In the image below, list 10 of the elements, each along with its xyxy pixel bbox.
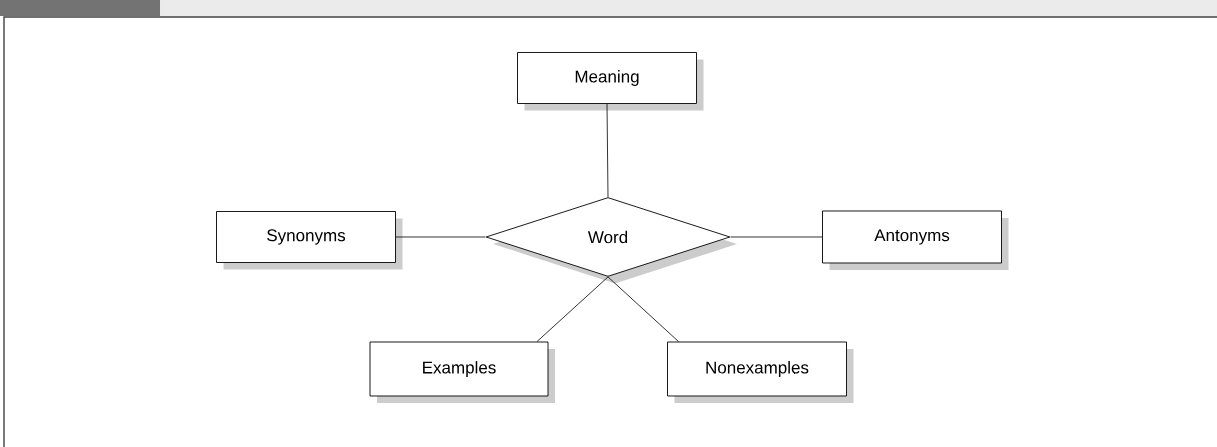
concept-box: Nonexamples: [667, 341, 854, 403]
connector-line: [607, 276, 679, 342]
connector-line: [606, 103, 609, 198]
concept-box: Synonyms: [216, 211, 403, 270]
connector-line: [395, 236, 486, 238]
concept-box: Examples: [369, 341, 555, 403]
concept-box: Meaning: [517, 52, 704, 111]
connector-line: [536, 276, 609, 342]
connector-line: [730, 236, 823, 238]
concept-box: Antonyms: [822, 210, 1009, 270]
